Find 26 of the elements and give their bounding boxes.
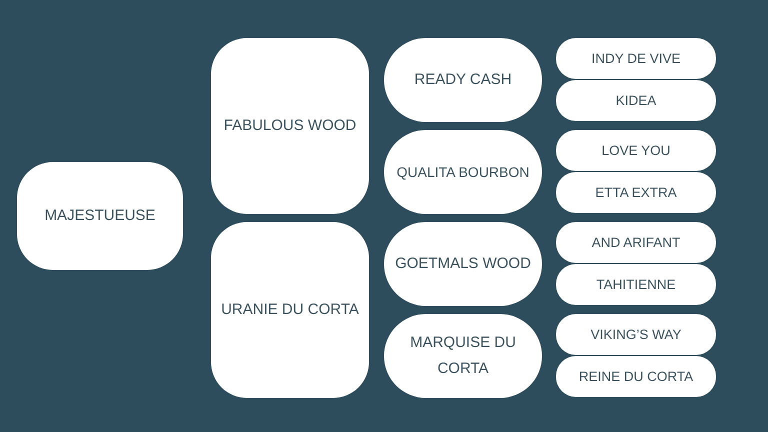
name-label: TAHITIENNE [596,276,676,294]
name-box [17,162,183,270]
name-label: KIDEA [616,92,656,110]
name-box [556,172,716,213]
name-box [211,38,369,214]
name-label: ETTA EXTRA [595,184,677,202]
name-box [211,222,369,398]
name-box [556,130,716,171]
name-label: LOVE YOU [602,142,670,160]
name-label: AND ARIFANT [592,234,680,252]
name-label: VIKING’S WAY [590,326,682,344]
name-label: FABULOUS WOOD [224,116,356,136]
name-label: REINE DU CORTA [578,368,694,386]
name-label: URANIE DU CORTA [221,300,359,320]
name-box [556,80,716,121]
name-box [556,356,716,397]
name-label: GOETMALS WOOD [395,254,531,274]
name-label: INDY DE VIVE [591,50,681,68]
name-box [556,264,716,305]
name-label: MAJESTUEUSE [44,206,156,226]
name-label: MARQUISE DU CORTA [409,332,517,379]
name-label: READY CASH [414,70,512,90]
name-box [556,38,716,79]
name-label: QUALITA BOURBON [396,162,530,182]
name-box [556,222,716,263]
name-box [556,314,716,355]
